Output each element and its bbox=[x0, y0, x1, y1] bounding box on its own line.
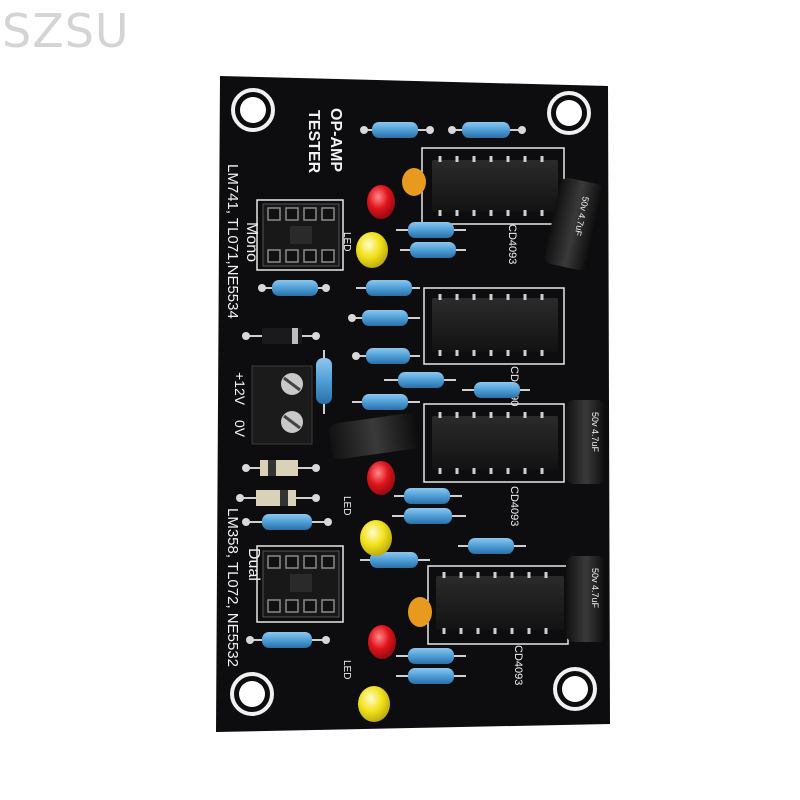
dual-models: LM358, TL072, NE5532 bbox=[224, 508, 241, 667]
power-zero-label: 0V bbox=[232, 420, 248, 438]
chip-cd4093-top bbox=[432, 156, 558, 216]
chip-cd4090 bbox=[432, 294, 558, 356]
power-plus-label: +12V bbox=[232, 372, 248, 406]
electrolytic-cap-3: 50v 4.7uF bbox=[566, 556, 606, 642]
led-yellow-2 bbox=[360, 520, 392, 556]
ic-socket-mono bbox=[262, 203, 340, 267]
solder-pads bbox=[236, 126, 526, 644]
svg-text:50v 4.7uF: 50v 4.7uF bbox=[590, 568, 600, 609]
led-red-2 bbox=[367, 461, 395, 495]
diode-2 bbox=[246, 460, 316, 476]
power-terminal-block bbox=[251, 365, 313, 445]
chip-label-1: CD4093 bbox=[506, 224, 518, 264]
mounting-holes bbox=[230, 88, 597, 716]
ic-socket-dual bbox=[262, 550, 340, 618]
led-red-3 bbox=[368, 625, 396, 659]
svg-text:50v 4.7uF: 50v 4.7uF bbox=[590, 412, 600, 453]
ceramic-caps bbox=[402, 168, 432, 627]
electrolytic-cap-2: 50v 4.7uF bbox=[566, 400, 606, 484]
chip-cd4093-bottom bbox=[436, 572, 564, 634]
title-line2: TESTER bbox=[305, 110, 322, 174]
electrolytic-cap-1: 50v 4.7uF bbox=[544, 177, 604, 271]
mono-models: LM741, TL071,NE5534 bbox=[224, 164, 241, 319]
title-line1: OP-AMP bbox=[327, 108, 344, 172]
diode-3 bbox=[240, 490, 316, 506]
led-yellow-1 bbox=[356, 232, 388, 268]
led-red-1 bbox=[367, 185, 395, 219]
led-label-2: LED bbox=[341, 496, 352, 515]
mono-label: Mono bbox=[243, 222, 260, 262]
led-yellow-3 bbox=[358, 686, 390, 722]
watermark: SZSU bbox=[2, 4, 130, 58]
electrolytic-cap-4 bbox=[328, 412, 422, 460]
led-label-3: LED bbox=[341, 660, 352, 679]
dual-label: Dual bbox=[245, 548, 262, 581]
chip-cd4093-middle bbox=[432, 412, 558, 474]
led-label-1: LED bbox=[341, 232, 352, 251]
resistors bbox=[246, 122, 530, 684]
diode-1 bbox=[246, 328, 316, 344]
chip-label-4: CD4093 bbox=[512, 645, 524, 685]
chip-label-3: CD4093 bbox=[508, 486, 520, 526]
